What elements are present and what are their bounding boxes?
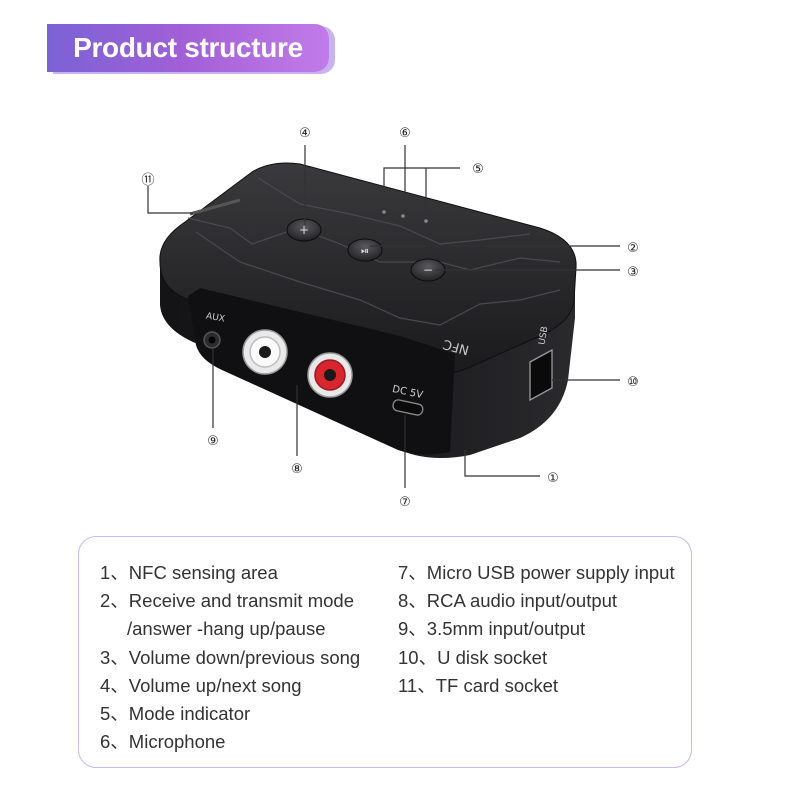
legend-item: 9、3.5mm input/output xyxy=(398,618,586,640)
volume-down-button[interactable]: − xyxy=(410,258,446,282)
callout-9: ⑨ xyxy=(207,434,219,449)
callout-5: ⑤ xyxy=(472,162,484,177)
callout-7: ⑦ xyxy=(399,495,411,510)
leader-lines xyxy=(147,145,620,488)
aux-label: AUX xyxy=(205,311,225,324)
usb-disk-socket xyxy=(529,348,553,402)
callout-11: ⑪ xyxy=(141,173,154,188)
title-badge: Product structure xyxy=(47,24,329,72)
legend-left-column: 1、NFC sensing area 2、Receive and transmi… xyxy=(100,559,360,756)
callout-4: ④ xyxy=(299,126,311,141)
legend-right-column: 7、Micro USB power supply input 8、RCA aud… xyxy=(398,559,675,700)
svg-text:−: − xyxy=(423,263,433,277)
mode-indicator-light xyxy=(424,219,428,223)
legend-item: 7、Micro USB power supply input xyxy=(398,562,675,583)
legend-item: 10、U disk socket xyxy=(398,646,548,668)
callout-2: ② xyxy=(627,241,639,256)
microphone-hole xyxy=(401,214,405,218)
rca-red-socket xyxy=(307,352,353,398)
callout-3: ③ xyxy=(627,265,639,280)
legend-box xyxy=(78,536,692,768)
legend-item: 8、RCA audio input/output xyxy=(398,590,618,612)
micro-usb-port xyxy=(392,399,424,416)
svg-text:+: + xyxy=(299,223,309,237)
legend-item: 6、Microphone xyxy=(100,731,226,753)
product-diagram: + ⏯ − NFC AUX DC 5V USB xyxy=(141,126,639,510)
rca-white-socket xyxy=(242,329,288,375)
usb-label: USB xyxy=(538,326,551,346)
aux-jack xyxy=(203,331,221,349)
mode-button[interactable]: ⏯ xyxy=(347,238,383,262)
tf-card-slot xyxy=(189,198,241,216)
legend-item: 3、Volume down/previous song xyxy=(100,646,361,668)
legend-item: 5、Mode indicator xyxy=(100,702,251,724)
legend-item: 4、Volume up/next song xyxy=(100,674,302,696)
legend-item: 1、NFC sensing area xyxy=(100,562,278,583)
callout-8: ⑧ xyxy=(291,462,303,477)
callout-6: ⑥ xyxy=(399,126,411,141)
legend-item: /answer -hang up/pause xyxy=(127,618,326,640)
mode-indicator-light xyxy=(382,210,386,214)
legend-item: 2、Receive and transmit mode xyxy=(100,590,354,612)
svg-text:⏯: ⏯ xyxy=(361,246,369,257)
nfc-label: NFC xyxy=(441,336,470,357)
page-title: Product structure xyxy=(73,32,303,63)
volume-up-button[interactable]: + xyxy=(286,218,322,242)
device-body xyxy=(159,162,577,459)
callout-10: ⑩ xyxy=(627,375,639,390)
callout-1: ① xyxy=(547,471,559,486)
legend-item: 11、TF card socket xyxy=(398,674,559,696)
